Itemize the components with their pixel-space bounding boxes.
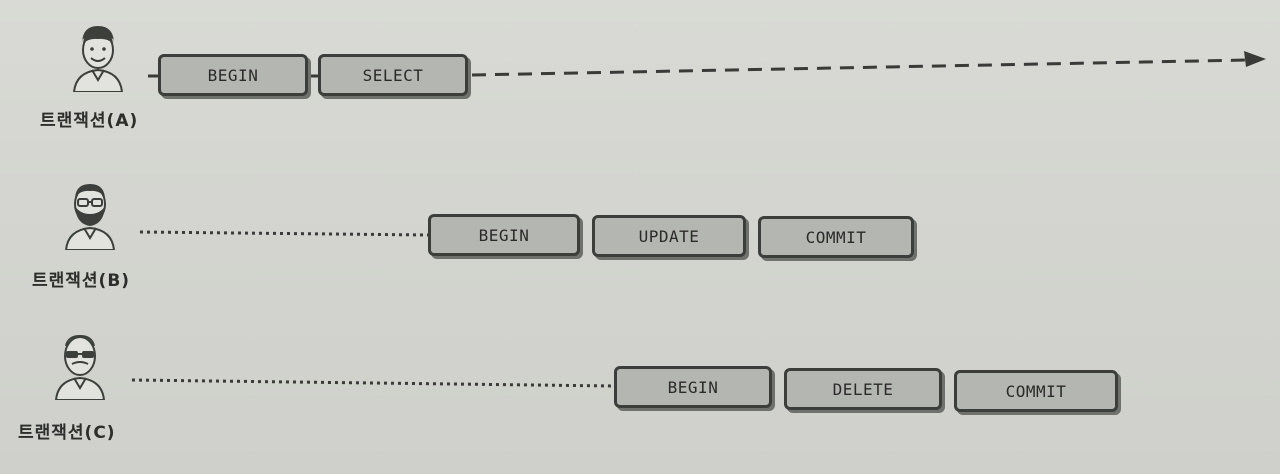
transaction-a-begin-box: BEGIN xyxy=(158,54,308,96)
person-a-icon xyxy=(68,22,128,93)
lane-b-dotted-lead xyxy=(139,230,429,237)
transaction-a-label: 트랜잭션(A) xyxy=(40,111,139,131)
transaction-c-delete-box: DELETE xyxy=(784,368,942,410)
transaction-b-begin-box: BEGIN xyxy=(428,214,580,256)
lane-c-dotted-lead xyxy=(131,378,615,388)
person-c-icon xyxy=(50,330,110,401)
transaction-c-begin-box: BEGIN xyxy=(614,366,772,408)
lane-a-dashed-continuation xyxy=(471,58,1249,77)
transaction-b-update-box: UPDATE xyxy=(592,215,746,257)
person-b-icon xyxy=(60,180,120,251)
transaction-a-select-box: SELECT xyxy=(318,54,468,96)
transaction-b-label: 트랜잭션(B) xyxy=(32,271,131,291)
transaction-c-commit-box: COMMIT xyxy=(954,370,1118,412)
transaction-b-commit-box: COMMIT xyxy=(758,216,914,258)
arrow-right-icon xyxy=(1244,51,1266,67)
transaction-c-label: 트랜잭션(C) xyxy=(18,423,116,443)
